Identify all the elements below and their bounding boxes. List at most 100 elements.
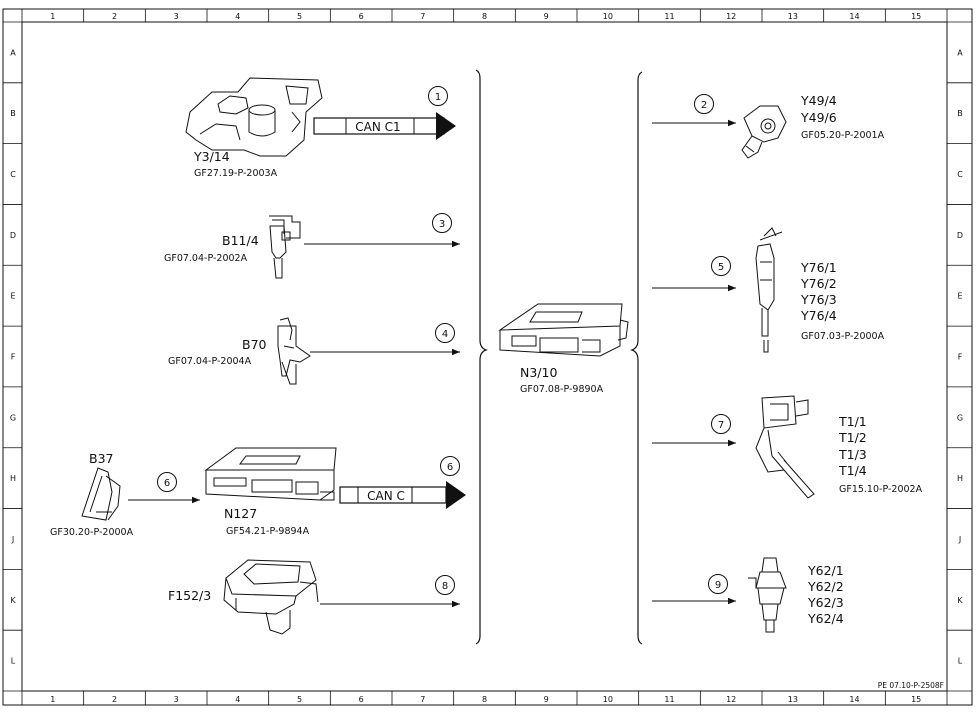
left-brace: [475, 69, 488, 645]
can-bar-c1: [313, 112, 456, 140]
b114-label: B11/4: [222, 233, 259, 248]
number-2-text: 2: [701, 100, 707, 111]
ruler-column-top: 7: [420, 12, 425, 21]
ruler-row-right: G: [957, 413, 963, 422]
number-circle-8: 8: [435, 575, 455, 595]
ruler-column-bottom: 1: [50, 695, 55, 704]
ruler-row-right: K: [957, 596, 963, 605]
y76-label-2: Y76/2: [800, 276, 837, 291]
y62-label-4: Y62/4: [807, 611, 844, 626]
ruler-row-left: L: [11, 657, 16, 666]
y49-code: GF05.20-P-2001A: [801, 130, 885, 141]
n310-code: GF07.08-P-9890A: [520, 384, 604, 395]
ruler-column-top: 2: [112, 12, 117, 21]
n310-label: N3/10: [520, 365, 557, 380]
f152-label: F152/3: [168, 588, 211, 603]
y62-label-3: Y62/3: [807, 595, 844, 610]
ruler-column-bottom: 5: [297, 695, 302, 704]
ruler-column-top: 9: [544, 12, 549, 21]
ruler-row-left: D: [10, 231, 16, 240]
number-5-text: 5: [718, 262, 724, 273]
y76-label-3: Y76/3: [800, 292, 837, 307]
ruler-row-right: C: [957, 170, 963, 179]
ecu-n310-drawing: [498, 303, 629, 357]
pedal-b37-drawing: [81, 467, 121, 521]
can-c-label: CAN C: [367, 489, 405, 503]
ruler-row-left: K: [10, 596, 16, 605]
ruler-column-bottom: 12: [726, 695, 736, 704]
ruler-column-bottom: 14: [849, 695, 859, 704]
grid-ruler: 1122334455667788991010111112121313141415…: [3, 9, 972, 705]
number-8-text: 8: [442, 581, 448, 592]
number-6-can-text: 6: [447, 462, 453, 473]
ignition-coil-t1-drawing: [755, 395, 815, 499]
ruler-column-bottom: 8: [482, 695, 487, 704]
ruler-row-left: C: [10, 170, 16, 179]
number-3-text: 3: [439, 219, 445, 230]
ruler-column-top: 4: [235, 12, 240, 21]
y49-label-1: Y49/4: [800, 93, 837, 108]
y49-label-2: Y49/6: [800, 110, 837, 125]
number-9-text: 9: [715, 580, 721, 591]
number-circle-6-can: 6: [440, 456, 460, 476]
ruler-row-left: G: [10, 413, 16, 422]
b37-code: GF30.20-P-2000A: [50, 527, 134, 538]
ruler-row-left: F: [11, 353, 16, 362]
y76-code: GF07.03-P-2000A: [801, 331, 885, 342]
number-circle-1: 1: [428, 86, 448, 106]
number-4-text: 4: [442, 329, 448, 340]
sensor-b70-drawing: [277, 317, 311, 385]
ruler-column-bottom: 4: [235, 695, 240, 704]
y76-label-4: Y76/4: [800, 308, 837, 323]
ruler-row-left: B: [10, 109, 16, 118]
outer-frame: [2, 8, 973, 706]
fuse-f152-drawing: [223, 559, 319, 635]
ruler-row-right: A: [957, 48, 963, 57]
signal-arrows: [128, 119, 736, 608]
y314-label: Y3/14: [193, 149, 230, 164]
ruler-column-bottom: 15: [911, 695, 921, 704]
t1-label-2: T1/2: [838, 430, 867, 445]
can-bar-c: [339, 481, 466, 509]
ruler-column-top: 13: [788, 12, 798, 21]
ruler-column-top: 8: [482, 12, 487, 21]
t1-label-4: T1/4: [838, 463, 867, 478]
ruler-row-right: H: [957, 474, 963, 483]
ruler-column-top: 15: [911, 12, 921, 21]
number-1-text: 1: [435, 92, 441, 103]
number-circle-7: 7: [711, 414, 731, 434]
b37-label: B37: [89, 451, 113, 466]
inner-frame: [21, 21, 948, 692]
module-n127-drawing: [204, 447, 337, 501]
b70-label: B70: [242, 337, 267, 352]
ruler-column-top: 6: [359, 12, 364, 21]
can-c1-label: CAN C1: [355, 120, 400, 134]
ruler-column-top: 3: [174, 12, 179, 21]
number-circle-6-pedal: 6: [157, 472, 177, 492]
n127-label: N127: [224, 506, 257, 521]
ruler-row-left: A: [10, 48, 16, 57]
number-7-text: 7: [718, 420, 724, 431]
ruler-row-right: F: [958, 353, 963, 362]
t1-code: GF15.10-P-2002A: [839, 484, 923, 495]
ruler-column-top: 10: [603, 12, 613, 21]
number-circle-4: 4: [435, 323, 455, 343]
ruler-column-bottom: 2: [112, 695, 117, 704]
sensor-b114-drawing: [269, 215, 301, 279]
b70-code: GF07.04-P-2004A: [168, 356, 252, 367]
number-circle-2: 2: [694, 94, 714, 114]
ruler-column-bottom: 9: [544, 695, 549, 704]
ruler-row-right: D: [957, 231, 963, 240]
ruler-column-top: 1: [50, 12, 55, 21]
ruler-column-top: 5: [297, 12, 302, 21]
b114-code: GF07.04-P-2002A: [164, 253, 248, 264]
number-circle-3: 3: [432, 213, 452, 233]
number-circle-9: 9: [708, 574, 728, 594]
ruler-column-bottom: 3: [174, 695, 179, 704]
y76-label-1: Y76/1: [800, 260, 837, 275]
ruler-column-top: 14: [849, 12, 859, 21]
n127-code: GF54.21-P-9894A: [226, 526, 310, 537]
ruler-row-right: L: [958, 657, 963, 666]
